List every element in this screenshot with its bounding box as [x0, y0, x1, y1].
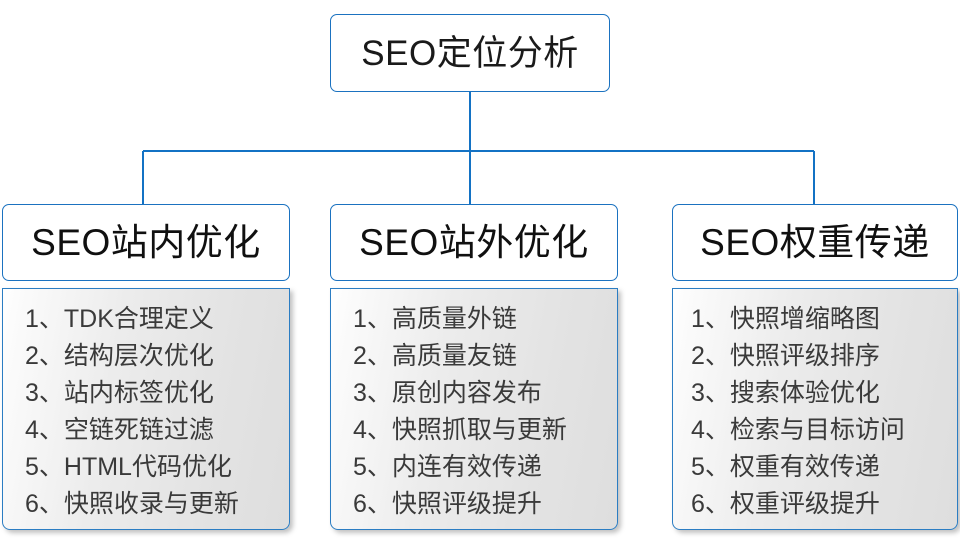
list-item: 2、结构层次优化 [25, 342, 214, 370]
column-header-seo-off-site[interactable]: SEO站外优化 [330, 204, 618, 281]
list-item: 2、快照评级排序 [691, 342, 880, 370]
list-item: 3、站内标签优化 [25, 379, 214, 407]
list-item: 6、快照评级提升 [353, 490, 542, 518]
list-item: 1、快照增缩略图 [691, 305, 880, 333]
column-header-label: SEO站内优化 [31, 222, 261, 263]
column-body-seo-on-site: 1、TDK合理定义 2、结构层次优化 3、站内标签优化 4、空链死链过滤 5、H… [2, 288, 290, 530]
root-node-label: SEO定位分析 [361, 33, 579, 73]
root-node[interactable]: SEO定位分析 [330, 14, 610, 92]
list-item: 6、快照收录与更新 [25, 490, 239, 518]
column-seo-weight-transfer: SEO权重传递 1、快照增缩略图 2、快照评级排序 3、搜索体验优化 4、检索与… [672, 204, 958, 530]
list-item: 3、原创内容发布 [353, 379, 542, 407]
list-item: 1、高质量外链 [353, 305, 517, 333]
list-item: 4、快照抓取与更新 [353, 416, 567, 444]
column-seo-off-site: SEO站外优化 1、高质量外链 2、高质量友链 3、原创内容发布 4、快照抓取与… [330, 204, 618, 530]
column-seo-on-site: SEO站内优化 1、TDK合理定义 2、结构层次优化 3、站内标签优化 4、空链… [2, 204, 290, 530]
list-item: 5、HTML代码优化 [25, 453, 232, 481]
column-body-seo-weight-transfer: 1、快照增缩略图 2、快照评级排序 3、搜索体验优化 4、检索与目标访问 5、权… [672, 288, 958, 530]
list-item: 4、空链死链过滤 [25, 416, 214, 444]
column-header-seo-weight-transfer[interactable]: SEO权重传递 [672, 204, 958, 281]
list-item: 1、TDK合理定义 [25, 305, 214, 333]
list-item: 4、检索与目标访问 [691, 416, 905, 444]
column-header-seo-on-site[interactable]: SEO站内优化 [2, 204, 290, 281]
column-header-label: SEO站外优化 [359, 222, 589, 263]
list-item: 2、高质量友链 [353, 342, 517, 370]
list-item: 6、权重评级提升 [691, 490, 880, 518]
list-item: 3、搜索体验优化 [691, 379, 880, 407]
list-item: 5、权重有效传递 [691, 453, 880, 481]
column-body-seo-off-site: 1、高质量外链 2、高质量友链 3、原创内容发布 4、快照抓取与更新 5、内连有… [330, 288, 618, 530]
column-header-label: SEO权重传递 [700, 222, 930, 263]
list-item: 5、内连有效传递 [353, 453, 542, 481]
